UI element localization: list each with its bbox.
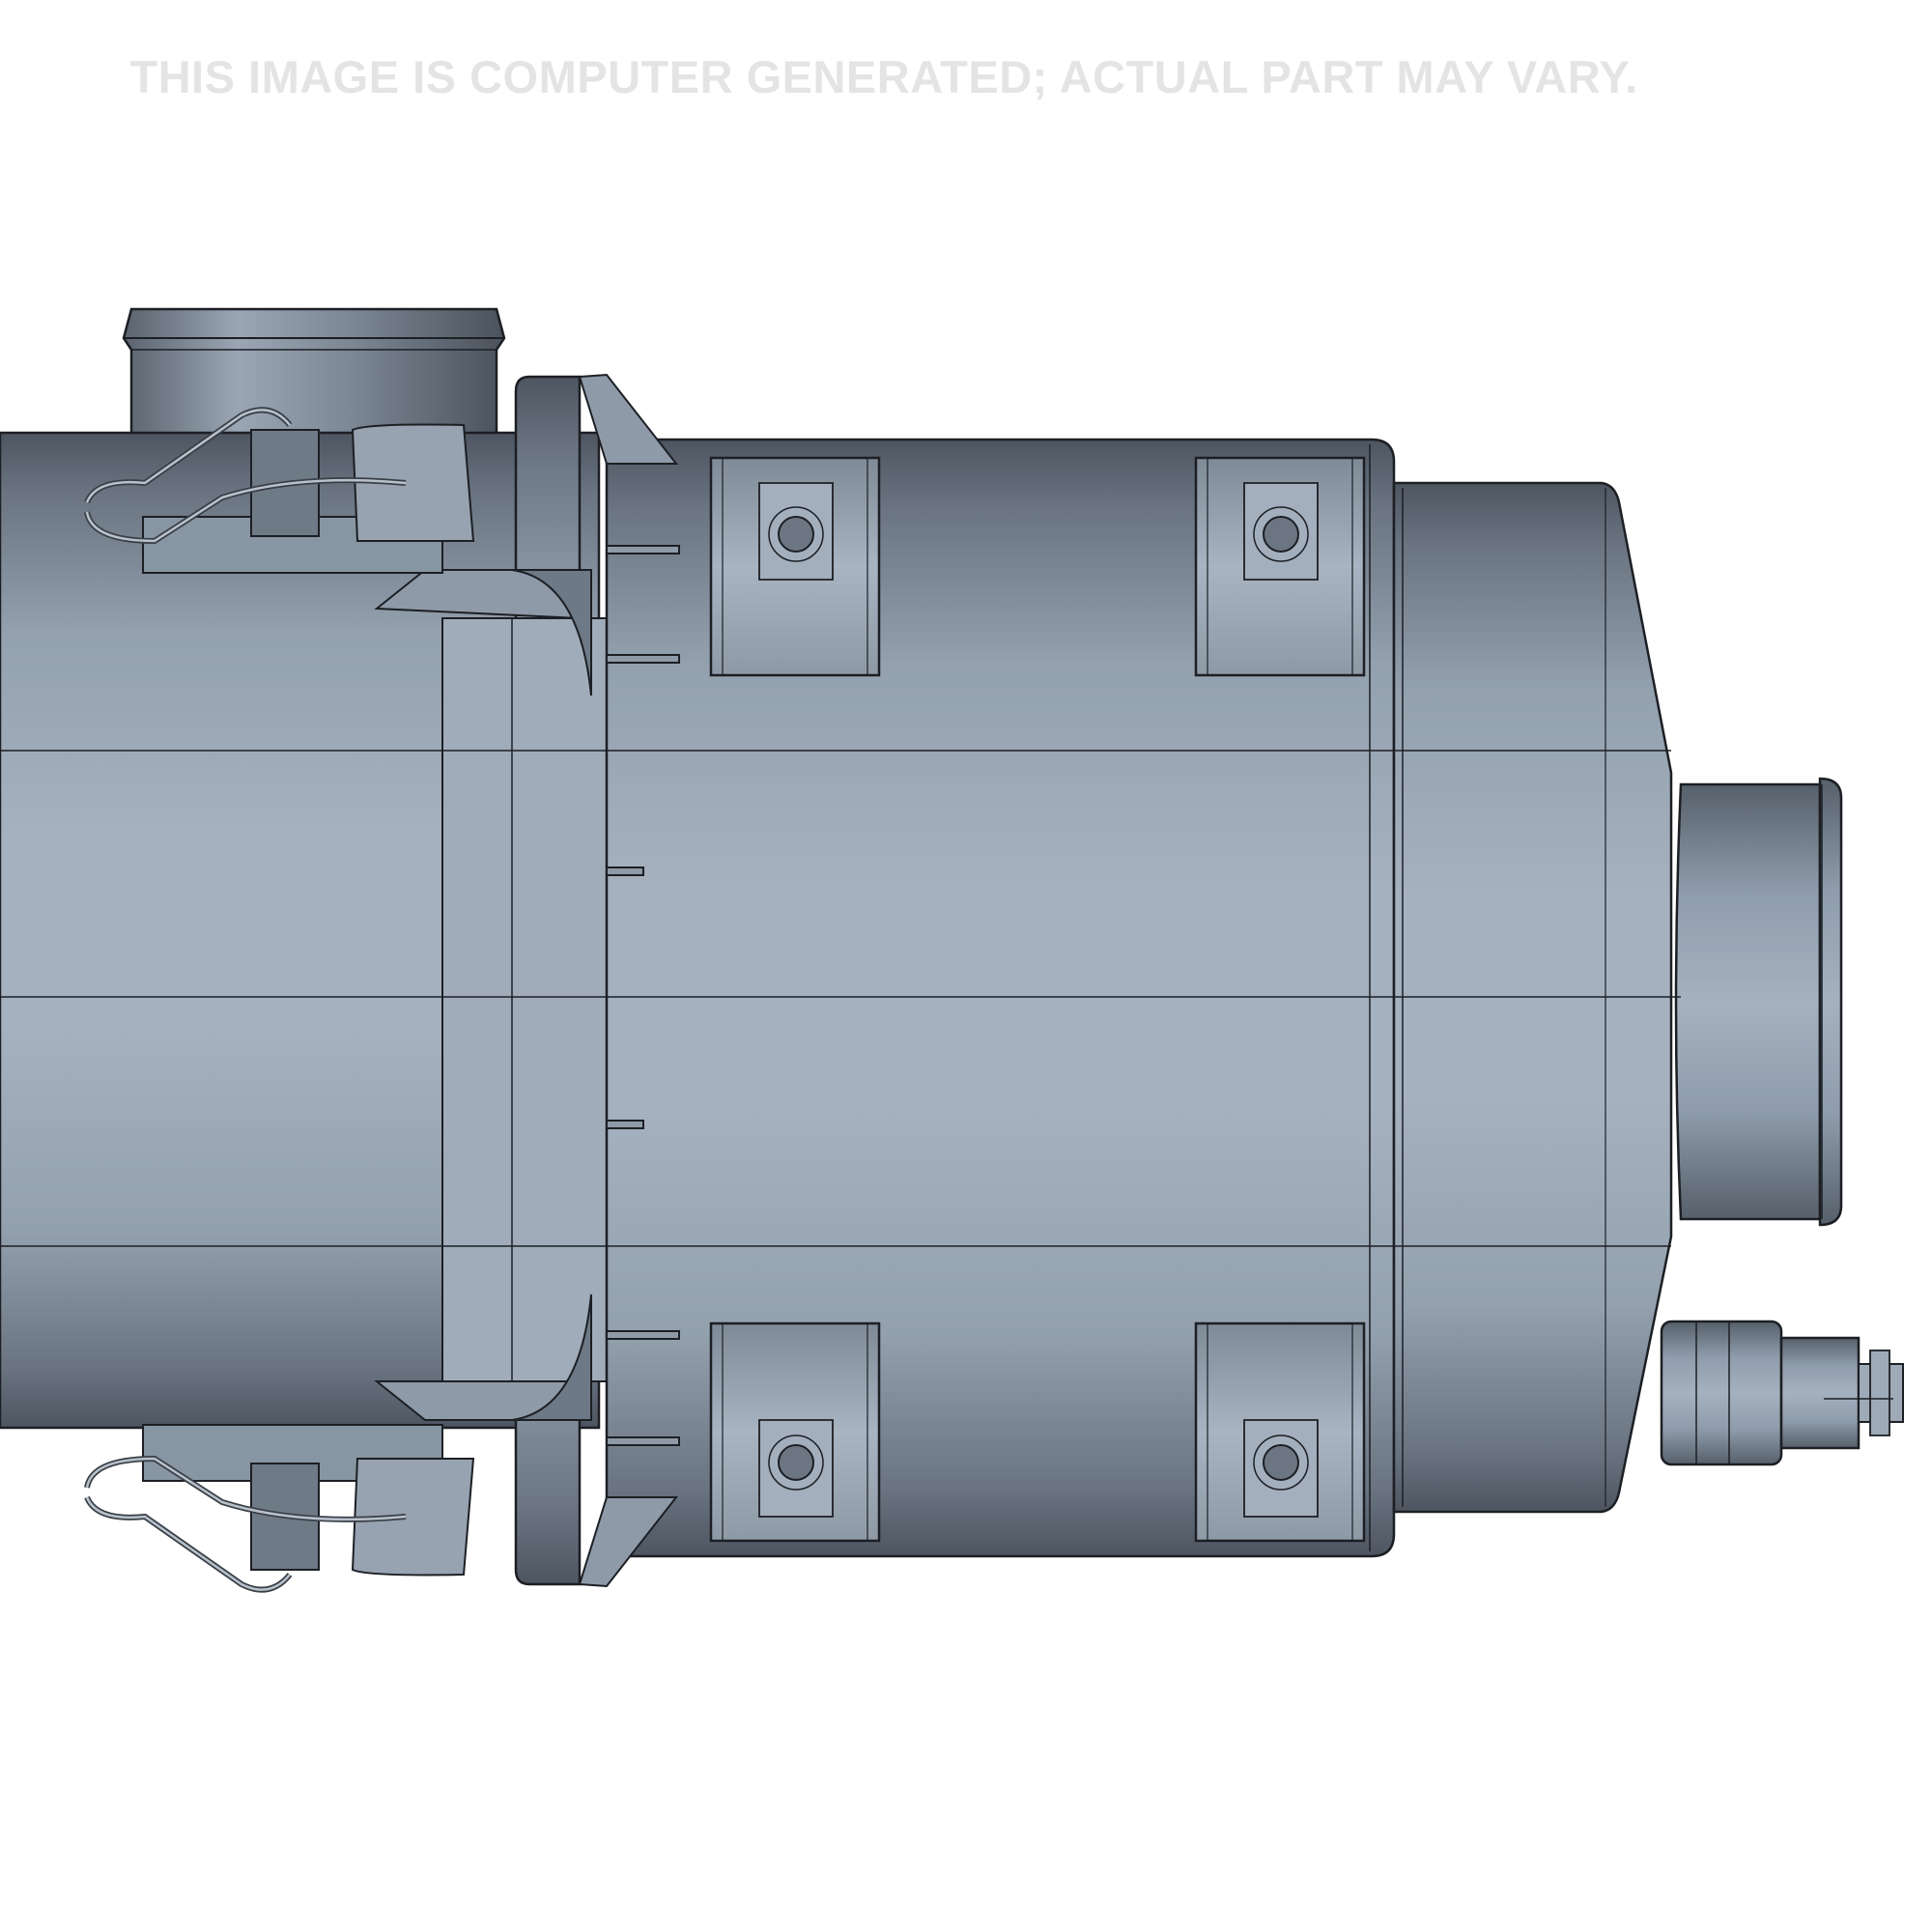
mounting-bracket-top-right xyxy=(1194,456,1366,677)
seam-lines xyxy=(0,750,1681,1247)
housing-body-main xyxy=(605,438,1396,1558)
latch-clamp-top xyxy=(84,407,475,574)
mounting-bracket-top-left xyxy=(709,456,881,677)
disclaimer-watermark: THIS IMAGE IS COMPUTER GENERATED; ACTUAL… xyxy=(129,51,1638,102)
cover-ring xyxy=(441,375,608,1586)
mounting-bracket-bottom-right xyxy=(1194,1321,1366,1543)
outlet-port xyxy=(1674,777,1843,1227)
flange-fins xyxy=(374,373,680,1588)
mounting-bracket-bottom-left xyxy=(709,1321,881,1543)
sensor-connector xyxy=(1660,1320,1904,1466)
latch-clamp-bottom xyxy=(84,1424,475,1593)
